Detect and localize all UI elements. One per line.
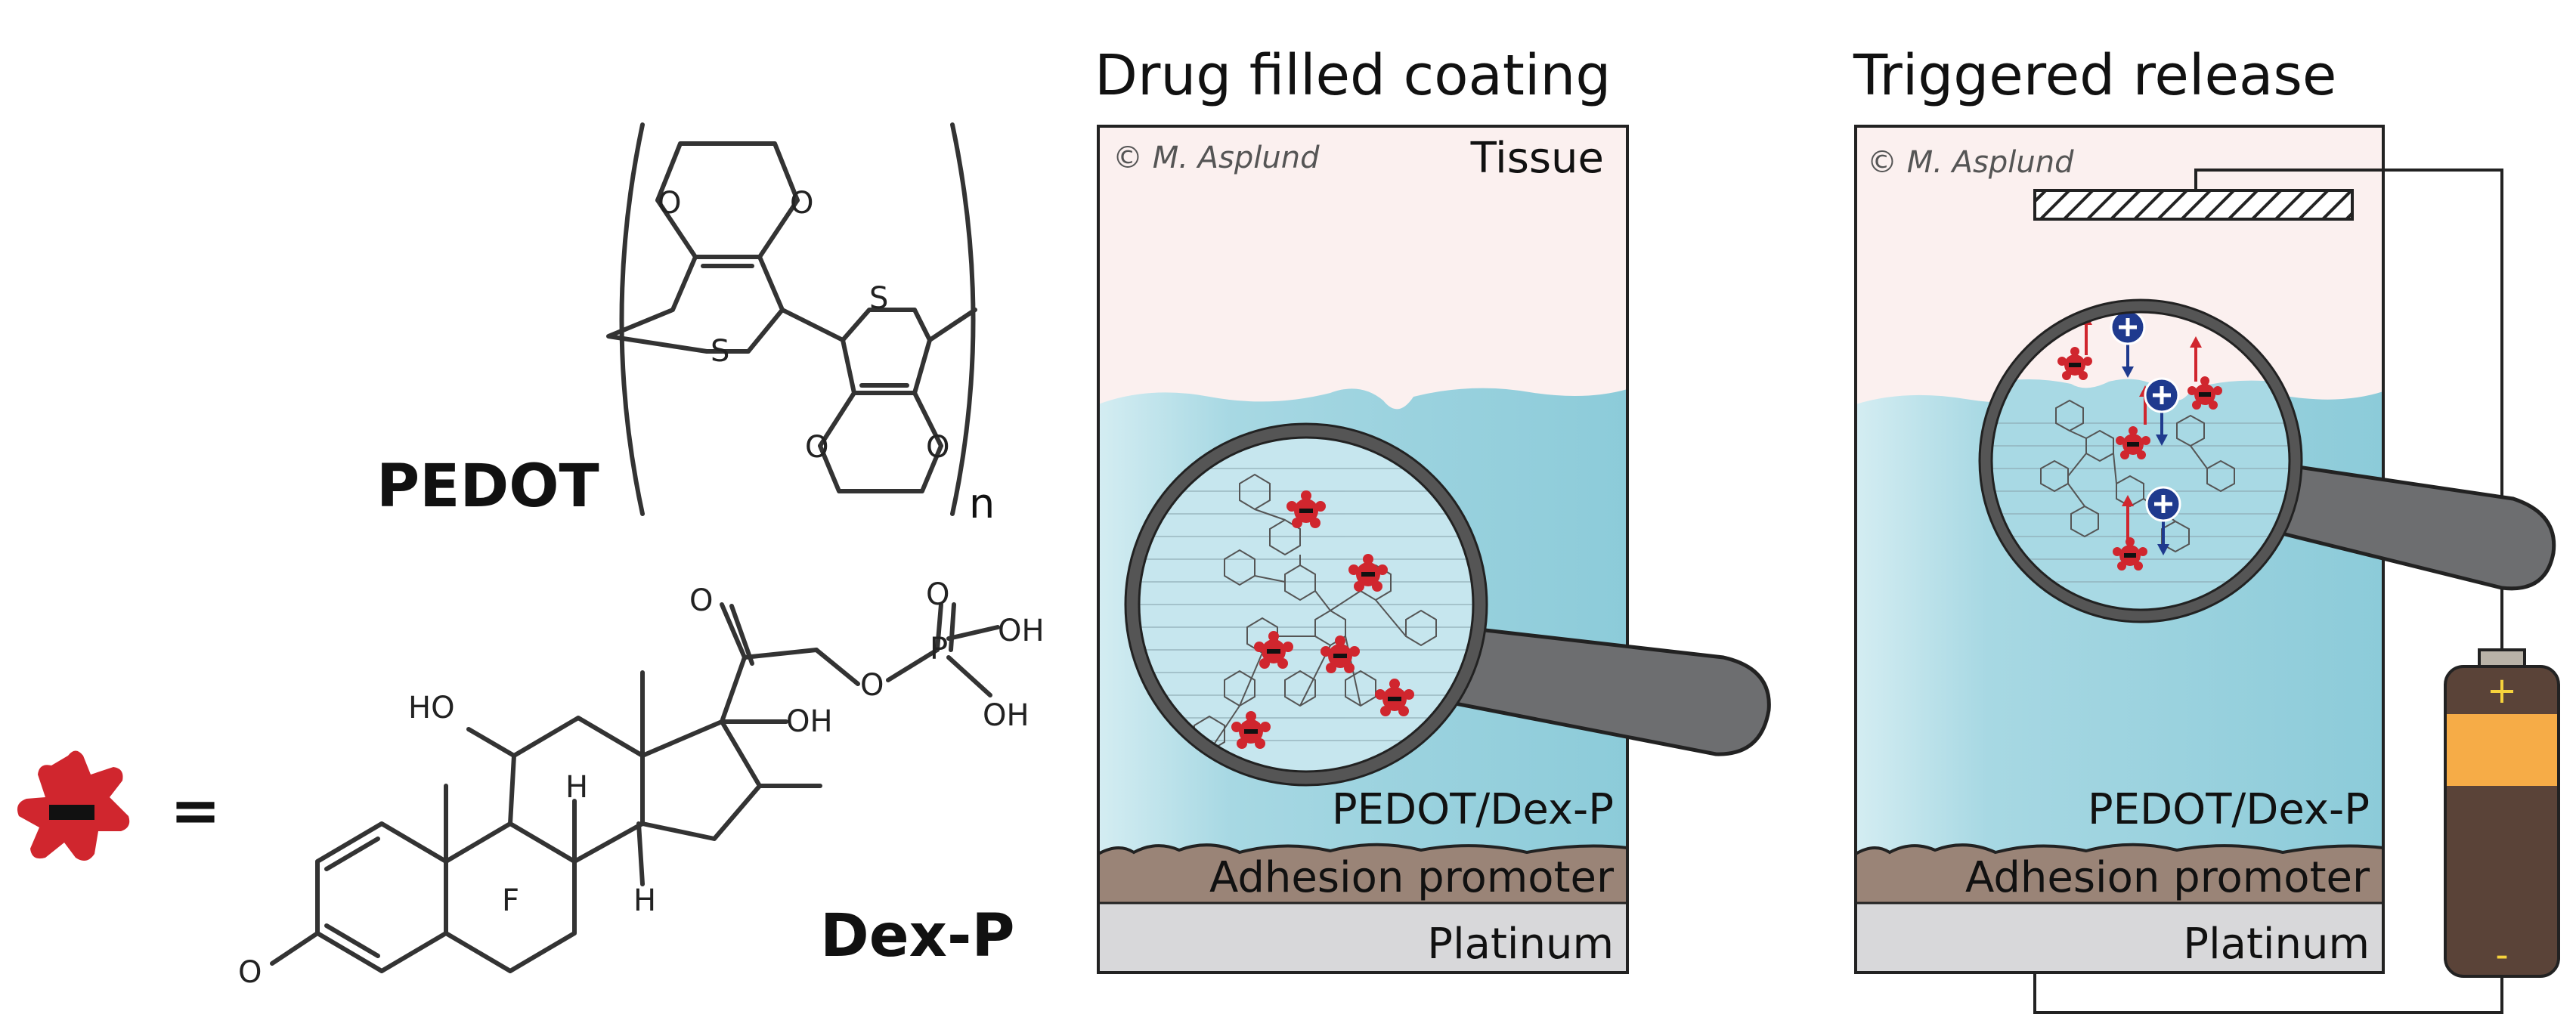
drug-molecule-icon	[1375, 679, 1414, 716]
panel-drug-filled: Drug filled coating © M. Asplund Tissue …	[1094, 43, 1771, 974]
tissue-label: Tissue	[1470, 134, 1604, 183]
wire-bottom	[2033, 973, 2503, 1014]
panel1-copyright: © M. Asplund	[1113, 141, 1320, 175]
cation-icon	[2144, 377, 2180, 413]
dexp-atom-p: P	[930, 632, 948, 666]
dexp-atom-o-ketone-a: O	[238, 955, 262, 990]
panel1-frame	[1097, 125, 1629, 974]
panel1-adhesion-label: Adhesion promoter	[1209, 853, 1615, 902]
magnifier-handle	[1449, 625, 1771, 756]
counter-electrode	[2033, 189, 2354, 221]
drug-molecule-icon	[1231, 711, 1271, 749]
platinum-layer-2	[1856, 903, 2383, 973]
platinum-layer	[1098, 903, 1627, 973]
pedot-atom-s1: S	[711, 334, 729, 369]
magnifier-handle-2	[2277, 462, 2556, 591]
pedot-label: PEDOT	[376, 453, 599, 521]
cation-icon	[2145, 486, 2181, 522]
battery-icon: + -	[2444, 648, 2560, 978]
dexp-atom-oh1: OH	[998, 614, 1045, 648]
drug-molecule-icon	[1348, 554, 1388, 592]
pedot-atom-o1: O	[658, 186, 681, 221]
drug-molecule-icon	[1254, 631, 1293, 669]
drug-molecule-icon	[2187, 376, 2222, 410]
drug-legend: =	[17, 750, 221, 861]
dexp-atom-ho: HO	[408, 691, 455, 725]
panel-triggered-release: Triggered release © M. Asplund PEDOT/Dex…	[1853, 43, 2560, 1014]
dexp-atom-p-o: O	[926, 577, 949, 612]
dexp-atom-h2: H	[633, 883, 656, 918]
wire-top	[2194, 169, 2503, 650]
dexp-label: Dex-P	[820, 902, 1015, 970]
drug-molecule-icon	[2113, 537, 2147, 571]
panel2-title: Triggered release	[1853, 43, 2336, 108]
panel2-platinum-label: Platinum	[2183, 920, 2370, 969]
dexp-atom-oh3: OH	[786, 704, 833, 739]
pedot-atom-o2: O	[790, 186, 813, 221]
magnifier-1	[1124, 422, 1771, 787]
pedot-repeat-n: n	[969, 480, 995, 527]
drug-molecule-icon	[2057, 347, 2092, 380]
drug-molecule-icon	[2116, 426, 2150, 459]
panel1-platinum-label: Platinum	[1427, 920, 1614, 969]
equals-sign: =	[170, 775, 221, 846]
dexp-atom-h1: H	[565, 770, 588, 805]
drug-molecule-icon	[1286, 490, 1326, 528]
pedot-structure: O O O O S S n PEDOT	[376, 122, 995, 527]
adhesion-layer	[1098, 844, 1627, 903]
drug-molecule-icon	[17, 750, 130, 861]
drug-molecule-icon	[1321, 636, 1360, 673]
battery-minus: -	[2495, 934, 2508, 976]
pedot-atom-o4: O	[926, 430, 949, 465]
panel1-title: Drug filled coating	[1094, 43, 1611, 108]
dexp-atom-oh2: OH	[983, 698, 1029, 733]
panel2-copyright: © M. Asplund	[1867, 145, 2074, 180]
dexp-atom-ester-o: O	[860, 668, 884, 703]
adhesion-layer-2	[1856, 844, 2383, 903]
panel2-adhesion-label: Adhesion promoter	[1965, 853, 2370, 902]
pedot-atom-o3: O	[805, 430, 828, 465]
pedot-atom-s2: S	[869, 281, 888, 316]
cation-icon	[2110, 309, 2146, 345]
panel2-coating-label: PEDOT/Dex-P	[2088, 785, 2370, 834]
dexp-atom-f: F	[502, 883, 519, 918]
dexp-structure: O O O P OH OH OH HO H H F O Dex-P	[238, 577, 1045, 990]
panel1-coating-label: PEDOT/Dex-P	[1332, 785, 1614, 834]
dexp-atom-ketone-o: O	[689, 583, 713, 618]
magnifier-2	[1978, 298, 2556, 623]
battery-plus: +	[2487, 670, 2517, 712]
